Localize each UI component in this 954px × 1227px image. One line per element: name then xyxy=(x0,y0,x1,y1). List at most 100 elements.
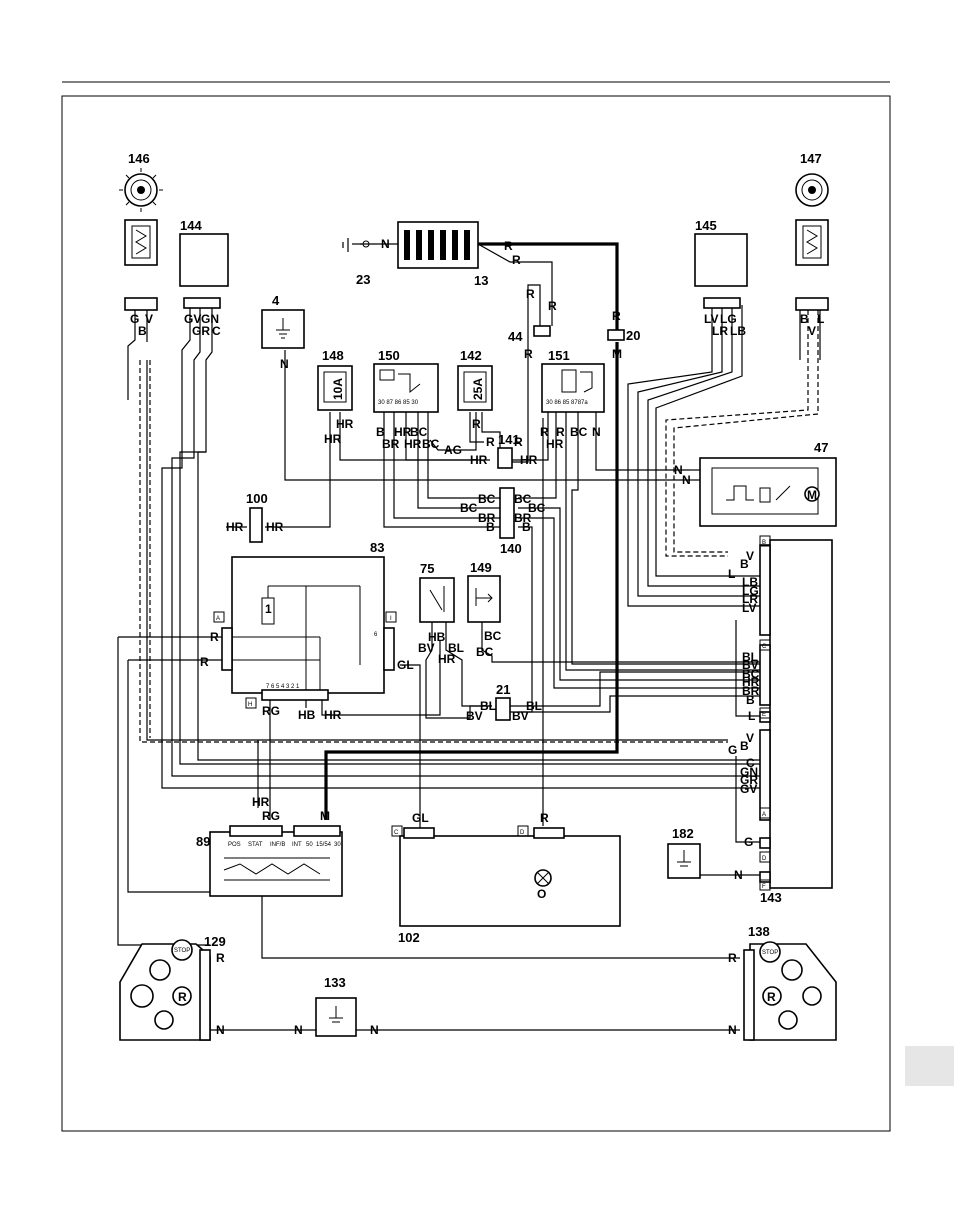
component-151 xyxy=(541,363,605,413)
connector-44 xyxy=(533,325,551,337)
component-145 xyxy=(694,233,748,287)
label-75: 75 xyxy=(420,561,434,576)
label-23: 23 xyxy=(356,272,370,287)
wire-label: O xyxy=(537,887,546,901)
ign-30: 30 xyxy=(334,842,341,848)
component-150 xyxy=(373,363,439,413)
wire-label: LB xyxy=(730,324,746,338)
wire-label: BR xyxy=(382,437,400,451)
wire-label: AG xyxy=(444,443,462,457)
pins-83-bottom: 7 6 5 4 3 2 1 xyxy=(266,684,300,690)
wire-label: HB xyxy=(298,708,316,722)
wire-label: N xyxy=(216,1023,225,1037)
label-102: 102 xyxy=(398,930,420,945)
wire-label: B xyxy=(486,520,495,534)
component-75 xyxy=(419,577,455,623)
component-89 xyxy=(209,825,343,897)
connector-H-83 xyxy=(245,697,257,709)
label-147: 147 xyxy=(800,151,822,166)
component-146 xyxy=(119,168,163,311)
wire-labels: G V B GV GN GR C N R R R R R R M N LV LG… xyxy=(130,237,824,1037)
connector-D-102 xyxy=(517,825,529,837)
wire-label: HR xyxy=(438,652,456,666)
wire-label: BC xyxy=(476,645,494,659)
wire-label: HR xyxy=(266,520,284,534)
wire-label: GV xyxy=(740,782,757,796)
module-83-symbol: 1 xyxy=(265,602,272,616)
wire-label: BC xyxy=(410,425,428,439)
label-21: 21 xyxy=(496,682,510,697)
connector-H-83-label: H xyxy=(248,702,252,708)
wire-label: R xyxy=(486,435,495,449)
component-83 xyxy=(221,556,395,701)
wire-label: R xyxy=(512,253,521,267)
wire-label: V xyxy=(145,312,153,326)
wire-label: N xyxy=(592,425,601,439)
ign-int: INT xyxy=(292,842,302,848)
wire-label: R xyxy=(514,435,523,449)
component-144 xyxy=(179,233,229,287)
label-143: 143 xyxy=(760,890,782,905)
ign-50: 50 xyxy=(306,842,313,848)
label-182: 182 xyxy=(672,826,694,841)
wire-label: M xyxy=(320,809,330,823)
wire-label: BC xyxy=(460,501,478,515)
label-142: 142 xyxy=(460,348,482,363)
wire-label: BC xyxy=(478,492,496,506)
wire-label: HR xyxy=(324,432,342,446)
lamp-129-reverse: R xyxy=(178,990,187,1004)
wire-label: R xyxy=(728,951,737,965)
label-150: 150 xyxy=(378,348,400,363)
wire-label: RG xyxy=(262,809,280,823)
wire-label: BR xyxy=(742,684,760,698)
relay-151-pins: 30 86 85 8787a xyxy=(546,400,588,406)
fuse-142-rating: 25A xyxy=(471,378,485,400)
label-144: 144 xyxy=(180,218,202,233)
wire-label: R xyxy=(216,951,225,965)
component-4 xyxy=(261,309,305,349)
lamp-138-stop: STOP xyxy=(762,950,778,956)
connector-144 xyxy=(183,297,221,309)
label-13: 13 xyxy=(474,273,488,288)
svg-text:A: A xyxy=(762,812,766,818)
wire-label: N xyxy=(294,1023,303,1037)
wire-label: R xyxy=(200,655,209,669)
connector-C-102-label: C xyxy=(394,830,399,836)
label-129: 129 xyxy=(204,934,226,949)
wire-label: BC xyxy=(528,501,546,515)
wire-label: BC xyxy=(422,437,440,451)
component-13 xyxy=(397,221,479,269)
wire-label: C xyxy=(212,324,221,338)
wire-label: GV xyxy=(184,312,201,326)
label-148: 148 xyxy=(322,348,344,363)
connector-A-83 xyxy=(213,611,225,623)
wire-label: R xyxy=(540,811,549,825)
wire-label: N xyxy=(682,473,691,487)
wire-label: GN xyxy=(740,765,758,779)
connector-I-83 xyxy=(385,611,397,623)
wire-label: BC xyxy=(570,425,588,439)
wire-label: R xyxy=(548,299,557,313)
wire-label: B xyxy=(746,693,755,707)
wire-label: V xyxy=(808,324,816,338)
component-138 xyxy=(743,941,837,1041)
wire-label: GN xyxy=(201,312,219,326)
svg-text:E: E xyxy=(762,712,766,718)
label-140: 140 xyxy=(500,541,522,556)
component-149 xyxy=(467,575,501,623)
label-141: 141 xyxy=(498,432,520,447)
wire-label: L xyxy=(748,709,755,723)
wire-label: BR xyxy=(478,511,496,525)
wire-label: HR xyxy=(546,437,564,451)
label-4: 4 xyxy=(272,293,280,308)
wire-label: N xyxy=(381,237,390,251)
wire-label: HR xyxy=(394,425,412,439)
wire-label: LG xyxy=(742,584,759,598)
label-151: 151 xyxy=(548,348,570,363)
wire-label: C xyxy=(746,756,755,770)
svg-text:C: C xyxy=(762,644,767,650)
component-102 xyxy=(399,827,621,927)
component-129 xyxy=(119,939,211,1041)
wire-label: R xyxy=(526,287,535,301)
wire-label: HR xyxy=(470,453,488,467)
